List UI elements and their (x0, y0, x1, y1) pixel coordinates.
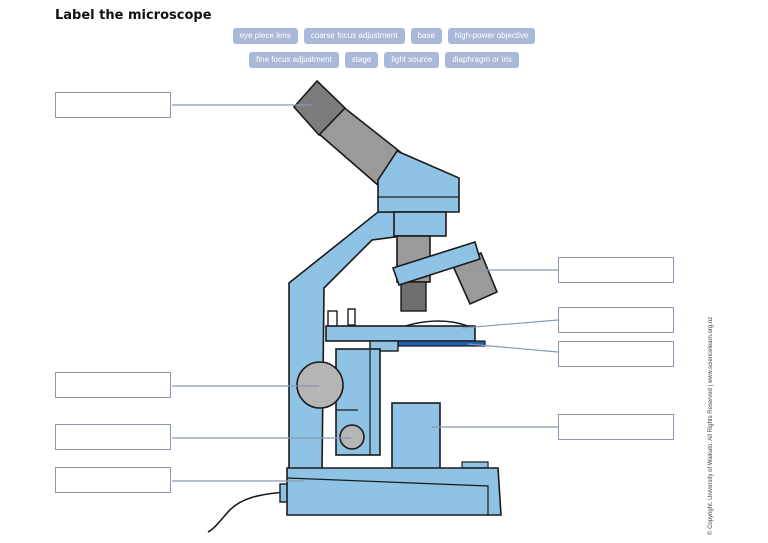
drop-box-light-source[interactable] (558, 414, 674, 440)
drop-box-fine-focus[interactable] (55, 424, 171, 450)
nosepiece (393, 211, 447, 237)
chip-high-power-objective[interactable]: high-power objective (447, 28, 536, 44)
specimen-slide (404, 320, 469, 327)
drop-box-coarse-focus[interactable] (55, 372, 171, 398)
eye-piece-lens (292, 79, 347, 137)
diaphragm-or-iris (397, 340, 486, 347)
chip-stage[interactable]: stage (344, 52, 379, 68)
chip-light-source[interactable]: light source (384, 52, 440, 68)
stage-clip-post (347, 308, 356, 326)
chip-coarse-focus-adjustment[interactable]: coarse focus adjustment (303, 28, 405, 44)
drop-box-high-power-objective[interactable] (558, 257, 674, 283)
light-source (391, 402, 441, 470)
fine-focus-knob (339, 424, 365, 450)
chip-diaphragm-or-iris[interactable]: diaphragm or iris (445, 52, 519, 68)
stage-clip-post (327, 310, 338, 328)
chip-eye-piece-lens[interactable]: eye piece lens (232, 28, 298, 44)
stage-support (369, 340, 399, 352)
chip-fine-focus-adjustment[interactable]: fine focus adjustment (249, 52, 339, 68)
base (286, 467, 502, 516)
low-power-lens (400, 281, 427, 312)
leader-lines (172, 104, 559, 482)
coarse-focus-knob (296, 361, 344, 409)
label-bank-row-1: eye piece lens coarse focus adjustment b… (0, 28, 768, 44)
copyright-notice: © Copyright. University of Waikato. All … (708, 316, 714, 535)
drop-box-stage[interactable] (558, 307, 674, 333)
stage (325, 325, 476, 342)
chip-base[interactable]: base (410, 28, 442, 44)
objective-turret (391, 240, 481, 286)
base-switch (461, 461, 489, 469)
drop-box-eyepiece[interactable] (55, 92, 171, 118)
power-cable (207, 491, 287, 533)
microscope-head (377, 149, 460, 213)
drop-box-diaphragm[interactable] (558, 341, 674, 367)
drop-box-base[interactable] (55, 467, 171, 493)
page-title: Label the microscope (55, 8, 212, 23)
label-bank-row-2: fine focus adjustment stage light source… (0, 52, 768, 68)
